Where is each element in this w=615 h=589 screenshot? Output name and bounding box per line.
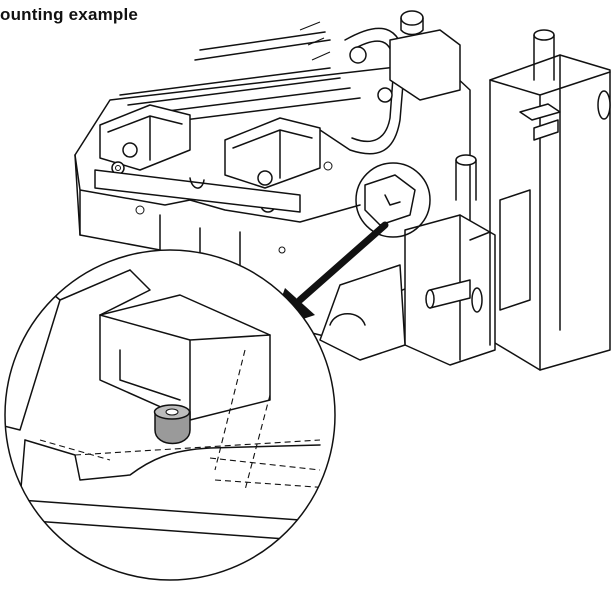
- left-clamp: [99, 104, 191, 175]
- bracket-notch: [189, 177, 205, 189]
- proximity-sensor: [153, 404, 191, 445]
- hole: [135, 205, 145, 215]
- cable-loop: [319, 27, 406, 155]
- front-bracket: [404, 214, 496, 366]
- loop-screw-mid: [377, 87, 393, 103]
- mount-slot: [329, 313, 366, 326]
- top-knob: [400, 10, 424, 26]
- cooling-fins: [119, 21, 361, 126]
- figure-title: ounting example: [0, 5, 139, 24]
- machine-assembly: [74, 10, 611, 371]
- lower-block: [319, 264, 406, 361]
- hole: [278, 246, 286, 254]
- hole: [323, 161, 333, 171]
- side-frame: [489, 54, 611, 371]
- top-block: [389, 29, 461, 101]
- bracket-bar: [94, 169, 301, 213]
- sensor-mount-area: [364, 174, 416, 226]
- top-knob-body: [400, 17, 424, 36]
- loop-screw-top: [349, 46, 367, 64]
- detail-circle-small: [355, 162, 431, 238]
- vertical-pin: [533, 29, 555, 81]
- base-plate-edge: [74, 154, 361, 236]
- vertical-pin: [455, 154, 477, 201]
